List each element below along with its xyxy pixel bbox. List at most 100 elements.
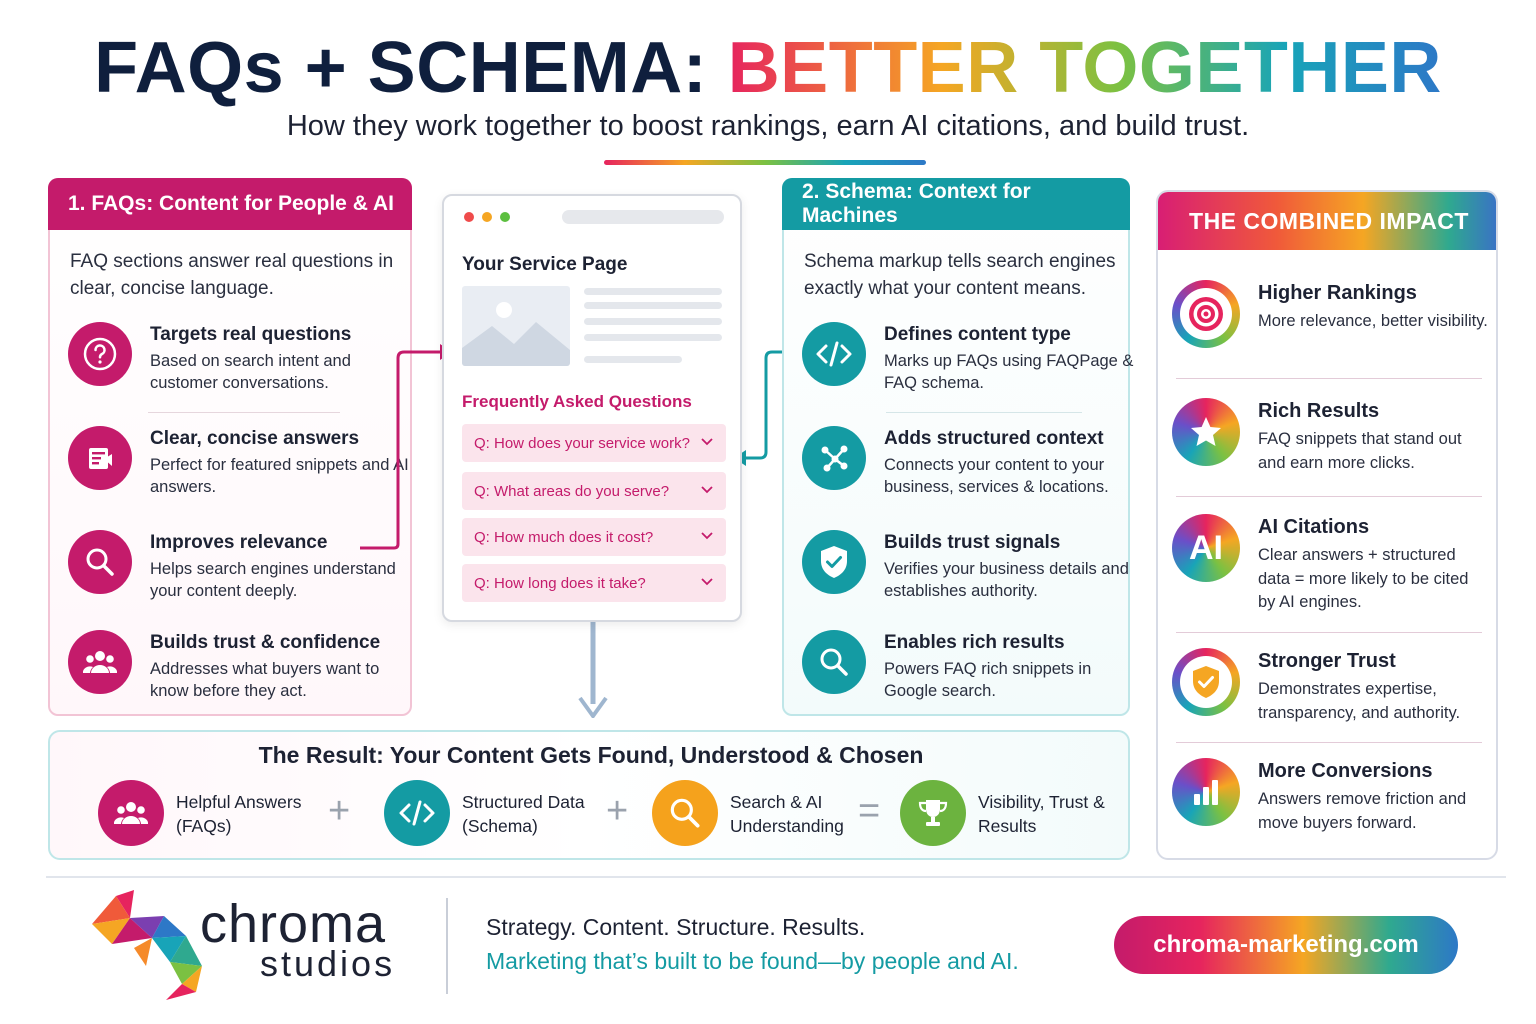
title-underline [604,160,926,165]
divider [1176,742,1482,743]
website-link-button[interactable]: chroma-marketing.com [1114,916,1458,974]
result-label: Helpful Answers (FAQs) [176,792,302,836]
chevron-down-icon [701,438,713,446]
shield-check-icon [802,530,866,594]
chevron-down-icon [701,532,713,540]
schema-feature-title: Defines content type [884,324,1071,345]
faq-feature-desc: Based on search intent and customer conv… [150,352,351,392]
faq-feature-item: Targets real questions Based on search i… [68,322,408,402]
text-placeholder [584,302,722,309]
schema-feature-title: Builds trust signals [884,532,1061,553]
divider [1176,632,1482,633]
code-icon [384,780,450,846]
faq-question-row[interactable]: Q: What areas do you serve? [462,472,726,510]
impact-title: Stronger Trust [1258,650,1396,672]
schema-feature-item: Enables rich results Powers FAQ rich sni… [802,630,1142,710]
service-page-mockup: Your Service Page Frequently Asked Quest… [442,194,742,622]
question-icon [68,322,132,386]
schema-feature-item: Defines content type Marks up FAQs using… [802,322,1142,402]
search-icon [652,780,718,846]
code-icon [802,322,866,386]
footer-subtagline: Marketing that’s built to be found—by pe… [486,948,1019,974]
faq-question-row[interactable]: Q: How does your service work? [462,424,726,462]
divider [148,412,340,413]
schema-feature-title: Enables rich results [884,632,1065,653]
brand-name: chroma [200,894,387,954]
result-label: Search & AI Understanding [730,792,844,836]
faq-question-text: Q: How long does it take? [474,574,646,592]
window-maximize-dot [500,212,510,222]
page-to-result-arrow [578,622,608,718]
faq-feature-item: Builds trust & confidence Addresses what… [68,630,408,710]
faq-question-text: Q: How much does it cost? [474,528,654,546]
schema-feature-desc: Marks up FAQs using FAQPage & FAQ schema… [884,352,1134,392]
brand-subname: studios [260,943,396,984]
chevron-down-icon [701,486,713,494]
impact-desc: Clear answers + structured data = more l… [1258,546,1469,611]
search-icon [68,530,132,594]
divider [1176,378,1482,379]
faq-feature-desc: Addresses what buyers want to know befor… [150,660,380,700]
ai-icon: AI [1172,514,1240,582]
plus-operator: + [328,790,351,832]
bar-chart-icon [1172,758,1240,826]
window-close-dot [464,212,474,222]
impact-desc: FAQ snippets that stand out and earn mor… [1258,430,1462,472]
result-label: Visibility, Trust & Results [978,792,1105,836]
impact-desc: More relevance, better visibility. [1258,312,1488,330]
trophy-icon [900,780,966,846]
faq-feature-item: Clear, concise answers Perfect for featu… [68,426,409,506]
faq-panel-heading: 1. FAQs: Content for People & AI [48,178,412,230]
text-placeholder [584,356,682,363]
text-placeholder [584,288,722,295]
schema-feature-desc: Powers FAQ rich snippets in Google searc… [884,660,1092,700]
result-panel: The Result: Your Content Gets Found, Und… [48,730,1130,860]
network-icon [802,426,866,490]
impact-title: AI Citations [1258,516,1370,538]
faq-feature-item: Improves relevance Helps search engines … [68,530,408,610]
schema-panel-heading: 2. Schema: Context for Machines [782,178,1130,230]
faq-feature-desc: Helps search engines understand your con… [150,560,396,600]
impact-title: More Conversions [1258,760,1433,782]
schema-panel-intro: Schema markup tells search engines exact… [804,251,1116,299]
result-title: The Result: Your Content Gets Found, Und… [258,742,924,768]
text-placeholder [584,334,722,341]
document-icon [68,426,132,490]
footer-divider-line [46,876,1506,878]
faq-question-row[interactable]: Q: How much does it cost? [462,518,726,556]
plus-operator: + [606,790,629,832]
footer-vertical-divider [446,898,448,994]
star-icon [1172,398,1240,466]
faq-feature-title: Improves relevance [150,532,328,553]
impact-desc: Answers remove friction and move buyers … [1258,790,1467,832]
faq-question-text: Q: How does your service work? [474,434,690,452]
image-placeholder-icon [462,286,570,366]
mock-page-title: Your Service Page [462,254,628,275]
faq-feature-desc: Perfect for featured snippets and AI ans… [150,456,409,496]
schema-feature-desc: Connects your content to your business, … [884,456,1109,496]
people-icon [68,630,132,694]
schema-panel: 2. Schema: Context for Machines Schema m… [782,178,1133,716]
schema-feature-item: Adds structured context Connects your co… [802,426,1142,506]
chevron-down-icon [701,578,713,586]
text-placeholder [584,318,722,325]
search-icon [802,630,866,694]
impact-desc: Demonstrates expertise, transparency, an… [1258,680,1461,722]
address-bar [562,210,724,224]
target-icon [1172,280,1240,348]
mock-faq-heading: Frequently Asked Questions [462,392,692,411]
shield-check-icon [1172,648,1240,716]
faq-question-text: Q: What areas do you serve? [474,482,670,500]
window-minimize-dot [482,212,492,222]
faq-feature-title: Targets real questions [150,324,352,345]
chroma-logo-icon [92,890,202,1000]
faq-feature-title: Builds trust & confidence [150,632,381,653]
faq-feature-title: Clear, concise answers [150,428,360,449]
equals-operator: = [858,790,881,832]
divider [886,412,1082,413]
impact-title: Rich Results [1258,400,1380,422]
faq-panel-intro: FAQ sections answer real questions in cl… [70,251,394,299]
faq-question-row[interactable]: Q: How long does it take? [462,564,726,602]
combined-impact-panel: THE COMBINED IMPACT Higher Rankings More… [1156,190,1498,860]
impact-title: Higher Rankings [1258,282,1417,304]
